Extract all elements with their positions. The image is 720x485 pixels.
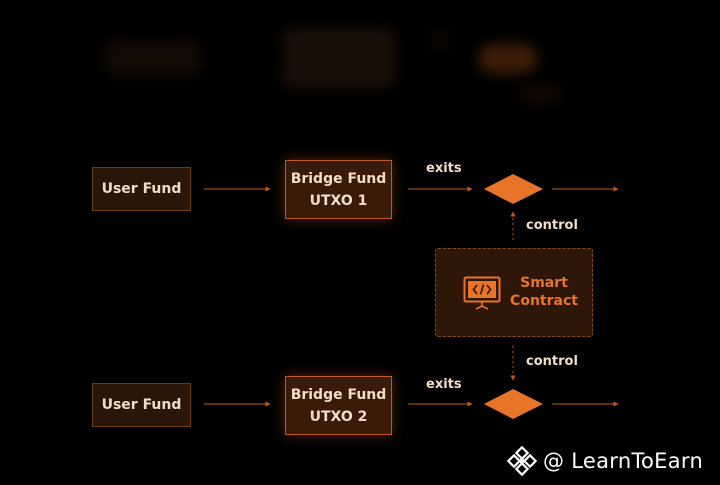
blurred-header-block-3 xyxy=(425,33,455,47)
code-monitor-icon xyxy=(463,276,501,310)
exits-label-2: exits xyxy=(426,377,462,392)
utxo2-label: UTXO 2 xyxy=(309,408,368,425)
blurred-header-block-4 xyxy=(478,44,538,74)
exits-label-1: exits xyxy=(426,161,462,176)
user-fund-1-box: User Fund xyxy=(92,167,191,211)
user-fund-2-label: User Fund xyxy=(101,397,182,413)
control-label-2: control xyxy=(526,354,578,369)
watermark-text: @ LearnToEarn xyxy=(543,449,704,473)
utxo1-label: UTXO 1 xyxy=(309,192,368,209)
smart-contract-box: Smart Contract xyxy=(435,248,593,337)
bridge-fund-1-label: Bridge Fund xyxy=(290,170,387,187)
bridge-fund-utxo2-box: Bridge Fund UTXO 2 xyxy=(285,376,392,435)
bridge-fund-utxo1-box: Bridge Fund UTXO 1 xyxy=(285,160,392,219)
decision-diamond-2 xyxy=(484,389,543,419)
blurred-header-block-2 xyxy=(283,28,395,88)
blurred-header-block-1 xyxy=(105,40,200,76)
user-fund-2-box: User Fund xyxy=(92,383,191,427)
watermark: @ LearnToEarn xyxy=(507,446,703,476)
blurred-header-block-5 xyxy=(520,86,562,102)
control-label-1: control xyxy=(526,218,578,233)
user-fund-1-label: User Fund xyxy=(101,181,182,197)
smart-contract-label: Smart Contract xyxy=(510,275,578,309)
bridge-fund-2-label: Bridge Fund xyxy=(290,386,387,403)
decision-diamond-1 xyxy=(484,174,543,204)
binance-logo-icon xyxy=(507,446,537,476)
